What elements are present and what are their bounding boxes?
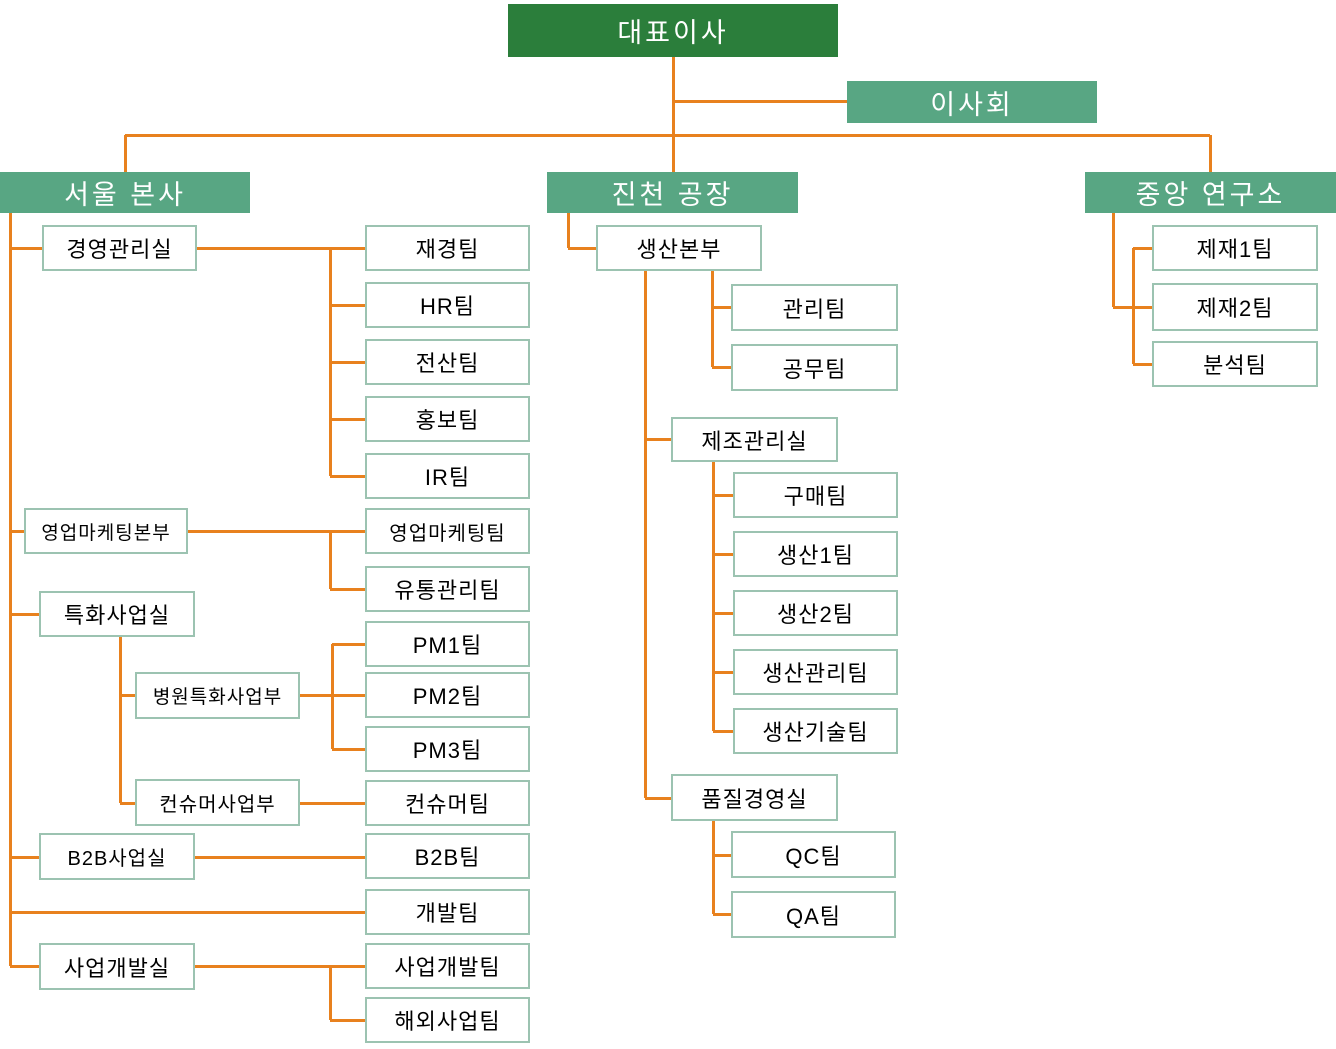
connector-line: [643, 271, 647, 798]
connector-line: [125, 133, 1210, 137]
org-node-jincheon: 진천 공장: [547, 172, 798, 213]
org-node-consumer_div: 컨슈머사업부: [135, 779, 300, 826]
connector-line: [713, 670, 733, 674]
org-node-pm1: PM1팀: [365, 621, 530, 667]
org-node-bizdev_team: 사업개발팀: [365, 943, 530, 989]
connector-line: [711, 821, 715, 914]
org-node-lab: 중앙 연구소: [1085, 172, 1336, 213]
org-node-eng_team: 공무팀: [731, 344, 898, 391]
connector-line: [8, 212, 12, 966]
connector-line: [330, 529, 365, 533]
org-node-analysis: 분석팀: [1152, 341, 1318, 387]
connector-line: [645, 796, 671, 800]
connector-line: [673, 99, 847, 103]
connector-line: [330, 474, 365, 478]
org-node-bizdev: 사업개발실: [39, 943, 195, 990]
connector-line: [1133, 362, 1152, 366]
org-node-salesmkt: 영업마케팅본부: [24, 508, 188, 554]
connector-line: [330, 303, 365, 307]
org-node-seoul: 서울 본사: [0, 172, 250, 213]
org-node-qc: QC팀: [731, 831, 896, 878]
org-node-dist: 유통관리팀: [365, 566, 530, 612]
connector-line: [568, 246, 596, 250]
connector-line: [195, 964, 330, 968]
connector-line: [330, 1018, 365, 1022]
connector-line: [195, 855, 365, 859]
connector-line: [332, 693, 365, 697]
org-node-prod1: 생산1팀: [733, 531, 898, 577]
connector-line: [10, 529, 24, 533]
org-node-mgmt: 경영관리실: [42, 225, 197, 271]
connector-line: [710, 271, 714, 367]
connector-line: [713, 493, 733, 497]
connector-line: [713, 729, 733, 733]
org-node-prod_hq: 생산본부: [596, 225, 762, 271]
org-node-admin_team: 관리팀: [731, 284, 898, 331]
org-node-ceo: 대표이사: [508, 4, 838, 57]
connector-line: [330, 246, 365, 250]
connector-line: [332, 747, 365, 751]
connector-line: [712, 305, 731, 309]
connector-line: [10, 612, 39, 616]
connector-line: [123, 135, 127, 172]
connector-line: [330, 964, 365, 968]
connector-line: [10, 910, 365, 914]
connector-line: [118, 637, 122, 803]
org-node-hr: HR팀: [365, 282, 530, 328]
connector-line: [712, 365, 731, 369]
org-node-prod_tech: 생산기술팀: [733, 708, 898, 754]
connector-line: [197, 246, 330, 250]
org-node-mfg: 제조관리실: [671, 417, 838, 462]
connector-line: [1131, 248, 1135, 364]
connector-line: [330, 644, 334, 749]
org-node-hosp: 병원특화사업부: [135, 672, 300, 719]
org-node-dev_team: 개발팀: [365, 889, 530, 935]
connector-line: [330, 587, 365, 591]
org-node-b2b: B2B사업실: [39, 833, 195, 880]
org-node-prod_mgmt: 생산관리팀: [733, 649, 898, 695]
connector-line: [332, 642, 365, 646]
connector-line: [713, 853, 731, 857]
org-node-mat1: 제재1팀: [1152, 225, 1318, 271]
connector-line: [10, 246, 42, 250]
connector-line: [300, 801, 365, 805]
connector-line: [1111, 213, 1115, 307]
connector-line: [330, 417, 365, 421]
org-node-purchase: 구매팀: [733, 472, 898, 518]
connector-line: [713, 611, 733, 615]
org-node-pm2: PM2팀: [365, 672, 530, 718]
org-node-board: 이사회: [847, 81, 1097, 123]
connector-line: [10, 964, 39, 968]
connector-line: [1133, 246, 1152, 250]
org-node-pr: 홍보팀: [365, 396, 530, 442]
org-node-pm3: PM3팀: [365, 726, 530, 772]
org-node-qa: QA팀: [731, 891, 896, 938]
connector-line: [713, 552, 733, 556]
connector-line: [711, 462, 715, 731]
connector-line: [120, 693, 135, 697]
connector-line: [10, 855, 39, 859]
org-node-it: 전산팀: [365, 339, 530, 385]
connector-line: [300, 693, 332, 697]
connector-line: [645, 437, 671, 441]
connector-line: [330, 360, 365, 364]
org-node-special: 특화사업실: [39, 591, 195, 637]
connector-line: [328, 966, 332, 1020]
connector-line: [188, 529, 330, 533]
connector-line: [120, 801, 135, 805]
connector-line: [713, 912, 731, 916]
org-node-salesmkt_team: 영업마케팅팀: [365, 508, 530, 554]
connector-line: [328, 531, 332, 589]
connector-line: [566, 213, 570, 248]
org-node-consumer_team: 컨슈머팀: [365, 780, 530, 826]
org-node-ir: IR팀: [365, 453, 530, 499]
org-node-overseas: 해외사업팀: [365, 997, 530, 1043]
connector-line: [1208, 135, 1212, 172]
org-node-quality: 품질경영실: [671, 774, 838, 821]
org-node-b2b_team: B2B팀: [365, 833, 530, 879]
org-node-fin: 재경팀: [365, 225, 530, 271]
org-node-mat2: 제재2팀: [1152, 283, 1318, 331]
org-node-prod2: 생산2팀: [733, 590, 898, 636]
connector-line: [671, 57, 675, 172]
